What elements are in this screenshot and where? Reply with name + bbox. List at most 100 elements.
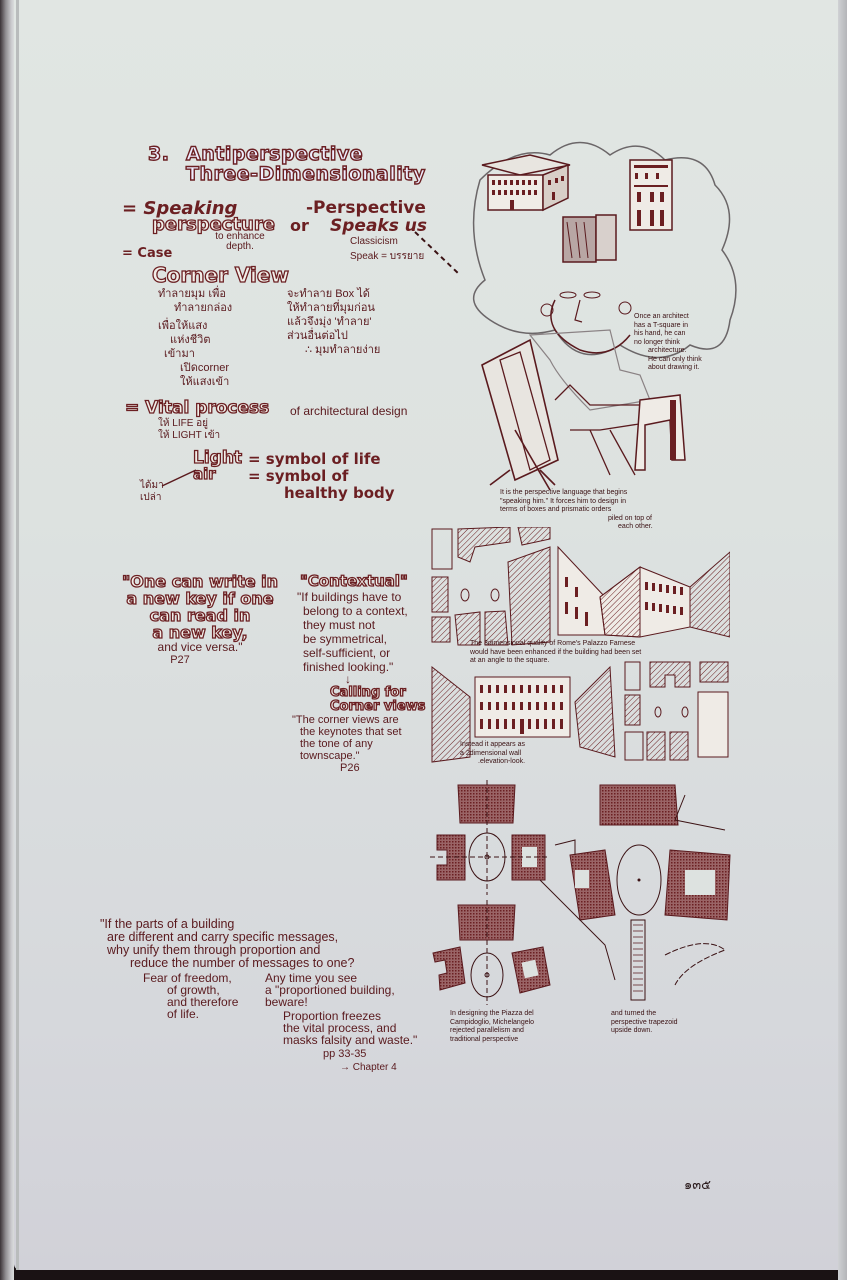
quote-line: reduce the number of messages to one? bbox=[130, 956, 355, 970]
note-line: the vital process, and bbox=[283, 1021, 397, 1035]
speaking-line2: perspecture bbox=[151, 213, 275, 235]
quote-line: can read in bbox=[149, 606, 251, 625]
farnese-perspective-frontal bbox=[431, 665, 616, 763]
thai-line: เพื่อให้แสง bbox=[158, 320, 208, 332]
caption-line: It is the perspective language that begi… bbox=[500, 489, 628, 496]
calling-for-heading: Calling for Corner views bbox=[329, 685, 426, 714]
note-line: Proportion freezes bbox=[283, 1009, 382, 1023]
dashed-pointer bbox=[414, 231, 461, 276]
speak-eq-note: Speak = บรรยาย bbox=[350, 251, 425, 262]
corner-views-quote: "The corner views are the keynotes that … bbox=[292, 714, 432, 774]
contextual-quote: "If buildings have to belong to a contex… bbox=[297, 590, 432, 674]
quote-line: finished looking." bbox=[303, 660, 394, 674]
thai-line: ให้ LIGHT เข้า bbox=[158, 430, 221, 441]
page-edge bbox=[16, 0, 19, 1270]
note-line: Fear of freedom, bbox=[143, 971, 232, 985]
quote-line: townscape." bbox=[300, 750, 360, 762]
section-title-line2: Three-Dimensionality bbox=[185, 162, 426, 185]
book-page bbox=[14, 0, 838, 1270]
thai-line: แห่งชีวิต bbox=[170, 334, 211, 346]
note-line: of growth, bbox=[167, 983, 220, 997]
quote-line: why unify them through proportion and bbox=[107, 943, 321, 957]
thai-line: แล้วจึงมุ่ง 'ทำลาย' bbox=[287, 316, 372, 328]
caption-line: architecture. bbox=[648, 347, 687, 354]
note-line: masks falsity and waste." bbox=[283, 1033, 418, 1047]
speaking-bullet: = Speaking bbox=[122, 198, 238, 219]
pointer-line bbox=[161, 469, 197, 487]
fear-note: Fear of freedom, of growth, and therefor… bbox=[143, 972, 238, 1020]
caption-line: upside down. bbox=[611, 1027, 653, 1034]
thai-line: เข้ามา bbox=[164, 348, 195, 360]
thai-notes-col1: ทำลายมุม เพื่อ ทำลายกล่อง เพื่อให้แสง แห… bbox=[158, 287, 278, 389]
quote-line: a new key, bbox=[152, 623, 249, 642]
thai-line: ให้แสงเข้า bbox=[180, 376, 230, 388]
caption-line: traditional perspective bbox=[450, 1035, 519, 1043]
quote-line: they must not bbox=[303, 618, 376, 632]
speaks-us: Speaks us bbox=[330, 216, 427, 236]
down-arrow: ↓ bbox=[345, 672, 351, 686]
quote-line: belong to a context, bbox=[303, 604, 408, 618]
note-line: a "proportioned building, bbox=[265, 983, 395, 997]
farnese-caption: The 3dimensional quality of Rome's Palaz… bbox=[470, 640, 740, 666]
caption-line: would have been enhanced if the building… bbox=[470, 648, 642, 656]
caption-line: rejected parallelism and bbox=[450, 1027, 524, 1034]
caption-line: "speaking him." It forces him to design … bbox=[500, 497, 626, 505]
section-title-line1: Antiperspective bbox=[185, 142, 364, 165]
page-right-edge bbox=[838, 0, 847, 1280]
caption-line: Instead it appears as bbox=[460, 741, 525, 748]
vital-thai: ให้ LIFE อยู่ ให้ LIGHT เข้า bbox=[158, 418, 220, 442]
note-line: beware! bbox=[265, 995, 308, 1009]
wall-caption: Instead it appears as a 2dimensional wal… bbox=[460, 741, 580, 767]
pages-ref: pp 33-35 bbox=[323, 1048, 367, 1060]
caption-line: and turned the bbox=[611, 1010, 657, 1017]
caption-line: The 3dimensional quality of Rome's Palaz… bbox=[470, 640, 636, 647]
caption-line: his hand, he can bbox=[634, 330, 686, 337]
symbol-of-life: = symbol of life bbox=[248, 450, 381, 468]
contextual-heading: "Contextual" bbox=[299, 571, 408, 590]
anytime-note: Any time you see a "proportioned buildin… bbox=[265, 972, 395, 1008]
farnese-perspective-angled bbox=[557, 545, 730, 638]
calling-line: Calling for bbox=[329, 685, 406, 700]
page-ref: P27 bbox=[170, 654, 190, 666]
caption-line: He can only think bbox=[648, 355, 702, 363]
quote-line: are different and carry specific message… bbox=[107, 930, 339, 944]
quote-line: "The corner views are bbox=[292, 714, 399, 726]
page-number: ๑๓๕ bbox=[684, 1177, 711, 1192]
chapter-ref: → Chapter 4 bbox=[340, 1062, 397, 1073]
classicism-note: Classicism bbox=[350, 236, 398, 247]
note-line: and therefore bbox=[167, 995, 239, 1009]
trapezoid-caption: and turned the perspective trapezoid ups… bbox=[611, 1010, 731, 1036]
caption-line: piled on top of bbox=[608, 514, 652, 522]
air-word: air bbox=[192, 464, 216, 483]
quote-line: a new key if one bbox=[126, 589, 275, 608]
caption-line: Campidoglio, Michelangelo bbox=[450, 1018, 535, 1026]
caption-line: has a T-square in bbox=[634, 321, 688, 329]
thai-line: จะทำลาย Box ได้ bbox=[287, 288, 370, 300]
tall-palazzo-sketch bbox=[629, 159, 673, 231]
caption-line: Once an architect bbox=[634, 313, 689, 320]
caption-line: perspective trapezoid bbox=[611, 1018, 678, 1026]
caption-line: about drawing it. bbox=[648, 364, 700, 371]
thai-line: ทำลายมุม เพื่อ bbox=[158, 288, 226, 300]
calling-line: Corner views bbox=[329, 699, 426, 714]
campidoglio-site-plan bbox=[539, 784, 731, 1001]
thai-notes-col2: จะทำลาย Box ได้ ให้ทำลายที่มุมก่อน แล้วจ… bbox=[287, 287, 447, 357]
freezes-note: Proportion freezes the vital process, an… bbox=[283, 1010, 417, 1046]
quote-line: "If buildings have to bbox=[297, 590, 402, 604]
quote-line: the tone of any bbox=[300, 738, 373, 750]
quote-line: and vice versa." bbox=[157, 640, 243, 654]
case-bullet: = Case bbox=[122, 246, 173, 261]
campidoglio-caption: In designing the Piazza del Campidoglio,… bbox=[450, 1010, 590, 1044]
or-label: or bbox=[290, 216, 309, 235]
thai-line: เปิดcorner bbox=[180, 362, 230, 374]
book-spine bbox=[0, 0, 14, 1280]
quote-line: "One can write in bbox=[121, 572, 279, 591]
farnese-plan-frontal bbox=[624, 661, 729, 761]
thai-line: ให้ทำลายที่มุมก่อน bbox=[287, 302, 375, 314]
farnese-plan-angled bbox=[431, 527, 551, 646]
note-line: of life. bbox=[167, 1007, 200, 1021]
architect-illustration bbox=[472, 141, 737, 490]
campidoglio-illustration bbox=[430, 780, 731, 1005]
symbol-of-body-1: = symbol of bbox=[248, 467, 349, 485]
vital-process-bullet: = Vital process bbox=[124, 397, 270, 418]
